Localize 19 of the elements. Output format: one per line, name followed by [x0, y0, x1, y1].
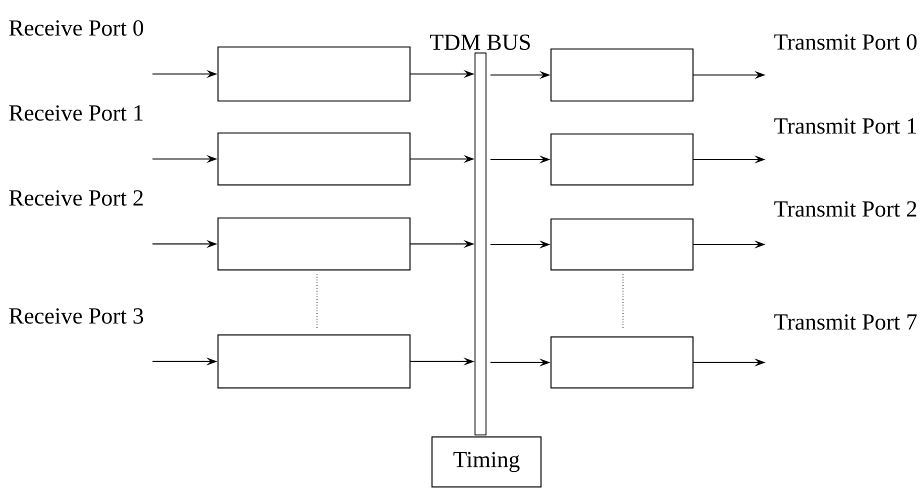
bus-bar: TDM BUS — [430, 34, 530, 436]
port-label: Transmit Port 7 — [774, 314, 917, 330]
port-label: Transmit Port 0 — [774, 34, 917, 50]
node-label: TDM BUS — [430, 34, 530, 50]
port-box — [550, 218, 694, 271]
timing-box: Timing — [431, 436, 542, 488]
port-label: Receive Port 1 — [9, 105, 143, 121]
port-label: Transmit Port 1 — [774, 118, 916, 134]
port-box — [217, 334, 411, 389]
port-box — [550, 48, 694, 102]
port-box — [217, 217, 411, 271]
port-box — [550, 336, 694, 389]
port-label: Receive Port 0 — [9, 20, 144, 36]
port-label: Transmit Port 2 — [774, 201, 916, 217]
port-box — [217, 132, 411, 186]
port-label: Receive Port 2 — [9, 190, 143, 206]
port-label: Receive Port 3 — [9, 308, 144, 324]
port-box — [550, 133, 694, 186]
port-box — [217, 46, 411, 102]
